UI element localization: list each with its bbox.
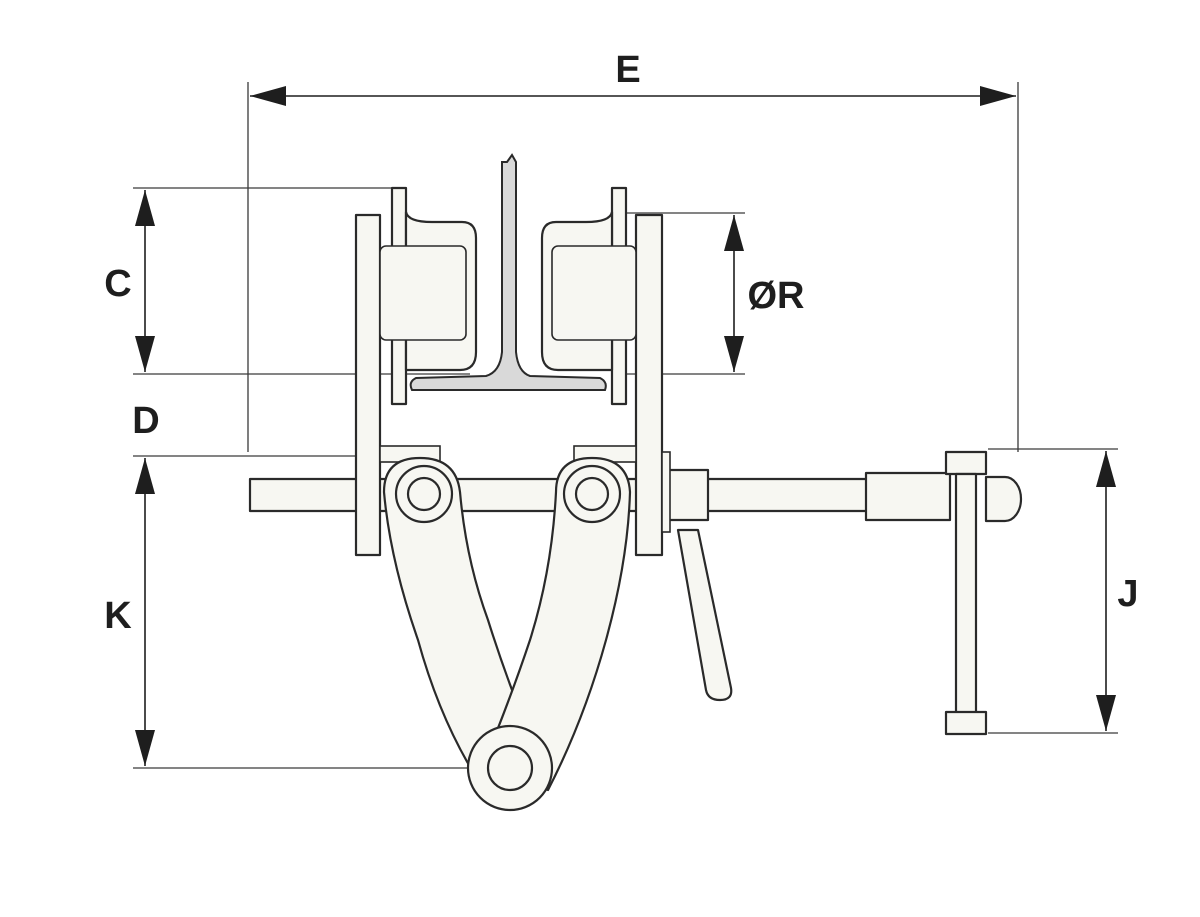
spindle-right — [704, 477, 870, 513]
lock-lever — [676, 528, 733, 702]
dim-k-arrow-bottom — [135, 730, 155, 766]
spindle-end-cap — [984, 475, 1023, 523]
handle-grip — [954, 472, 978, 716]
dim-r-arrow-top — [724, 215, 744, 251]
dim-r-arrow-bottom — [724, 336, 744, 372]
dimension-j: J — [988, 448, 1139, 734]
rail-web-flange — [409, 153, 607, 391]
right-wheel — [540, 186, 637, 406]
right-link-body — [480, 456, 632, 792]
handle-bottom-cap — [944, 710, 988, 736]
right-wheel-tread — [551, 245, 637, 341]
dim-j-arrow-top — [1096, 451, 1116, 487]
left-plate-outer — [354, 213, 382, 557]
left-link-pin-hole — [406, 476, 442, 512]
dim-e-arrow-left — [250, 86, 286, 106]
dim-e-label: E — [615, 49, 640, 91]
dim-c-label: C — [104, 263, 131, 305]
dim-c-arrow-bottom — [135, 336, 155, 372]
left-wheel — [379, 186, 478, 406]
spindle-coupling — [864, 471, 952, 522]
dim-k-label: K — [104, 595, 132, 637]
i-beam-rail — [409, 153, 607, 391]
dim-c-arrow-top — [135, 190, 155, 226]
dimension-r: ØR — [612, 212, 805, 375]
handle-top-cap — [944, 450, 988, 476]
left-link-body — [382, 456, 542, 782]
dim-d-label: D — [132, 400, 159, 442]
dimension-d: D — [132, 400, 159, 442]
spindle-nut — [666, 468, 710, 522]
dim-j-arrow-bottom — [1096, 695, 1116, 731]
load-pin-hole — [486, 744, 534, 792]
crank-handle — [944, 450, 988, 736]
right-plate-outer — [634, 213, 664, 557]
right-side-plate — [573, 213, 671, 557]
left-side-plate — [354, 213, 441, 557]
load-pin — [466, 724, 554, 812]
dim-e-arrow-right — [980, 86, 1016, 106]
dim-j-label: J — [1117, 573, 1138, 615]
lock-lever-arm — [676, 528, 733, 702]
dimension-e: E — [247, 49, 1019, 452]
left-link-arm — [382, 456, 542, 782]
left-wheel-tread — [379, 245, 467, 341]
spindle-left-end — [248, 477, 360, 513]
right-link-pin-hole — [574, 476, 610, 512]
dim-k-arrow-top — [135, 458, 155, 494]
dim-r-label: ØR — [748, 275, 805, 317]
dimension-c: C — [104, 187, 470, 375]
right-link-arm — [480, 456, 632, 792]
right-plate-washer — [661, 451, 671, 533]
